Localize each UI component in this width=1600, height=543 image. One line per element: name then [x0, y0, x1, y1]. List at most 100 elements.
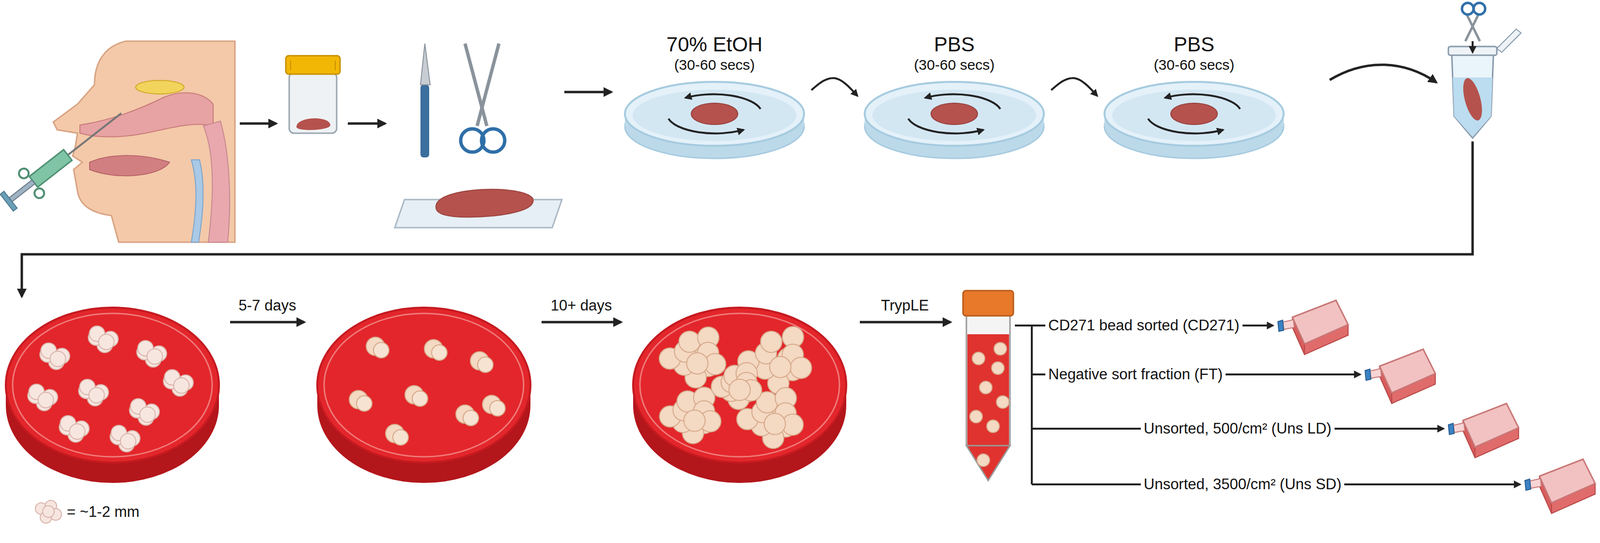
mincing-tube	[1448, 2, 1522, 139]
culture-flask	[1277, 320, 1284, 332]
cell-sphere	[173, 377, 189, 394]
cell-sphere	[139, 406, 156, 423]
wash-dish-step: PBS(30-60 secs)	[857, 32, 1052, 160]
culture-flask	[1379, 349, 1436, 393]
head-illustration	[203, 121, 230, 243]
flow-arrow	[21, 64, 1473, 297]
flow-arrow	[564, 91, 612, 94]
flow-arrow	[859, 321, 951, 324]
conical-tube	[967, 334, 1010, 446]
specimen-jar	[285, 55, 341, 134]
wash-dish	[624, 81, 805, 146]
wash-dish	[1170, 103, 1218, 125]
cell-sphere	[977, 453, 990, 467]
dissection-slide	[394, 43, 562, 228]
size-key-icon	[35, 500, 62, 524]
specimen-jar	[289, 72, 337, 134]
wash-dish	[691, 103, 738, 125]
flow-arrow	[21, 141, 1473, 297]
cell-sphere	[431, 344, 448, 361]
specimen-jar	[334, 60, 336, 71]
specimen-jar	[290, 60, 292, 71]
conical-tube	[966, 314, 1010, 446]
wash-dish	[931, 103, 978, 125]
wash-dish	[1104, 81, 1284, 159]
culture-flask	[1453, 422, 1465, 433]
cell-sphere	[412, 390, 428, 407]
head-illustration	[9, 179, 35, 202]
sort-branch	[1030, 325, 1033, 485]
culture-dish	[317, 307, 531, 483]
wash-dish	[1148, 118, 1224, 134]
cell-sphere	[769, 356, 792, 378]
wash-dish	[1104, 81, 1284, 146]
cell-sphere	[49, 351, 66, 367]
cell-sphere	[69, 423, 85, 440]
scissors-icon	[477, 43, 499, 126]
mincing-tube	[1496, 29, 1522, 53]
head-illustration	[16, 166, 31, 181]
flow-arrow	[541, 321, 622, 324]
wash-dish	[864, 81, 1044, 159]
cell-sphere	[373, 342, 389, 358]
cell-sphere	[146, 348, 163, 365]
head-illustration	[0, 191, 17, 212]
step-duration: (30-60 secs)	[617, 56, 812, 74]
culture-flask	[1277, 300, 1349, 355]
culture-flask	[1369, 368, 1382, 379]
head-illustration	[29, 149, 72, 187]
culture-dish	[5, 307, 219, 483]
specimen-jar	[285, 55, 341, 75]
cell-sphere	[356, 395, 373, 412]
cell-sphere	[764, 413, 786, 435]
tube-spheres	[969, 342, 1010, 467]
scalpel-icon	[420, 43, 431, 85]
cell-sphere	[392, 429, 409, 446]
wash-dish	[1165, 94, 1241, 109]
culture-flask	[1448, 403, 1519, 458]
wash-dish	[925, 94, 1001, 109]
culture-flask	[1292, 300, 1349, 344]
cell-sphere	[37, 392, 54, 408]
culture-flask	[1524, 479, 1531, 491]
wash-dish	[668, 118, 744, 134]
cell-sphere	[42, 505, 55, 518]
step-duration: (30-60 secs)	[1097, 56, 1291, 74]
culture-flask	[1365, 369, 1371, 381]
mincing-tube	[1473, 2, 1486, 15]
cell-sphere	[463, 410, 479, 426]
culture-flask	[1539, 459, 1596, 503]
wash-dish	[908, 118, 984, 134]
wash-dish	[864, 81, 1044, 146]
sort-branch	[1014, 325, 1521, 485]
culture-dish	[324, 313, 524, 457]
head-illustration	[135, 80, 185, 94]
cell-sphere	[996, 395, 1010, 409]
step-duration: (30-60 secs)	[857, 56, 1052, 74]
cell-sphere	[686, 352, 709, 374]
fraction-label: Unsorted, 3500/cm² (Uns SD)	[1140, 475, 1345, 494]
mincing-tube	[1471, 41, 1474, 53]
cell-sphere	[88, 387, 105, 404]
wash-dish	[624, 81, 805, 159]
culture-flask	[1462, 403, 1519, 448]
cell-sphere	[972, 352, 985, 365]
mincing-tube	[1459, 76, 1486, 123]
mincing-tube	[1466, 14, 1480, 42]
wash-dish	[872, 89, 1037, 141]
cell-sphere	[790, 357, 812, 379]
conical-tube	[963, 290, 1014, 316]
wash-dish	[1112, 89, 1276, 141]
flow-arrow	[239, 122, 277, 125]
cell-sphere	[683, 410, 706, 432]
specimen-jar	[296, 118, 331, 130]
culture-flask	[1365, 349, 1436, 404]
head-illustration	[53, 41, 235, 243]
illustration	[5, 81, 1596, 524]
culture-dish	[5, 307, 219, 463]
fraction-label: Unsorted, 500/cm² (Uns LD)	[1140, 419, 1335, 438]
scissors-icon	[481, 128, 505, 153]
